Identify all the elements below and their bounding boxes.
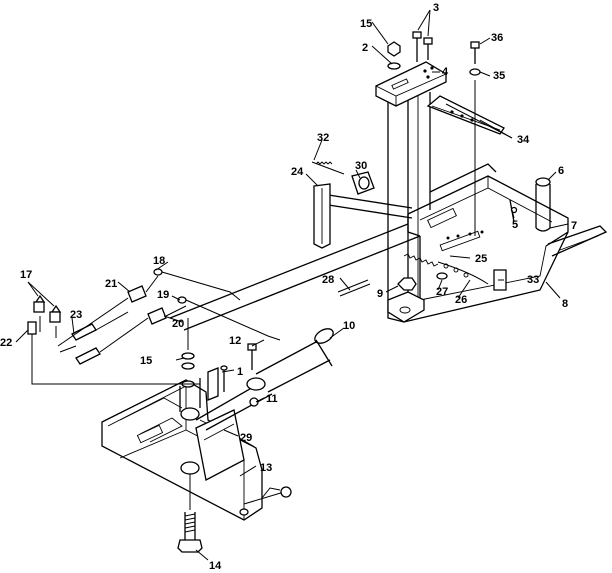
callout-6: 6 [558, 165, 564, 177]
callout-13: 13 [260, 462, 272, 474]
fitting-19 [153, 268, 163, 276]
washer-2 [387, 62, 401, 70]
callout-25: 25 [475, 253, 487, 265]
nut-11 [249, 397, 259, 407]
callout-3: 3 [433, 2, 439, 14]
clamp-30 [351, 171, 375, 195]
callout-9: 9 [377, 288, 383, 300]
callout-2: 2 [362, 42, 368, 54]
bolt-14 [177, 474, 203, 553]
callout-21: 20 [172, 318, 184, 330]
callout-10: 10 [343, 320, 355, 332]
frame-foot [387, 291, 425, 323]
callout-33: 33 [527, 274, 539, 286]
callout-29: 29 [240, 432, 252, 444]
bracket-24 [313, 183, 331, 249]
bolts-3 [412, 31, 433, 62]
callout-30: 30 [355, 160, 367, 172]
callout-4: 4 [442, 66, 449, 78]
callout-36: 36 [491, 32, 503, 44]
nut-9 [397, 277, 417, 291]
callout-labels: 3 15 2 4 36 35 34 32 30 24 6 5 7 25 33 8… [0, 2, 577, 572]
tube-10 [179, 328, 334, 431]
block-1 [207, 365, 228, 401]
callout-7: 7 [571, 220, 577, 232]
washer-35 [469, 68, 481, 76]
spring-25 [403, 253, 439, 267]
callout-15: 15 [360, 18, 372, 30]
washer-27 [436, 272, 448, 280]
callout-11: 11 [266, 393, 278, 405]
callout-1: 1 [237, 366, 243, 378]
callout-24: 24 [291, 166, 304, 178]
callout-20: 19 [157, 289, 169, 301]
fittings-18 [33, 294, 62, 323]
callout-5: 5 [512, 219, 518, 231]
nut-15 [387, 41, 401, 57]
bolt-36 [470, 41, 480, 64]
callout-23: 23 [70, 309, 82, 321]
pin-6 [535, 177, 551, 232]
callout-28: 28 [322, 274, 334, 286]
callout-34: 34 [517, 134, 530, 146]
vertical-post [387, 92, 431, 305]
pin-handle [243, 486, 292, 505]
tubes-23 [71, 323, 101, 365]
rod-21 [147, 307, 167, 325]
callout-23-left: 22 [0, 337, 12, 349]
callout-8: 8 [562, 298, 568, 310]
mount-plate-4 [375, 61, 447, 107]
fitting-23-left [27, 321, 37, 335]
callout-35: 35 [493, 70, 505, 82]
hitch-pin-28 [337, 279, 371, 297]
callout-19: 18 [153, 255, 165, 267]
arm-29 [195, 409, 245, 481]
callout-26: 26 [455, 294, 467, 306]
bolt-32 [311, 161, 345, 175]
callout-12: 12 [229, 335, 241, 347]
leader-lines [15, 9, 569, 561]
callout-14: 14 [209, 560, 222, 572]
callout-17: 15 [140, 355, 152, 367]
grease-lines [31, 271, 281, 385]
callout-22: 21 [105, 278, 117, 290]
rod-22 [127, 285, 147, 303]
callout-32: 32 [317, 132, 329, 144]
callout-18: 17 [20, 269, 32, 281]
chain-26 [437, 261, 489, 285]
callout-27: 27 [436, 286, 448, 298]
bolt-12 [247, 343, 257, 370]
main-frame-8 [169, 163, 608, 331]
